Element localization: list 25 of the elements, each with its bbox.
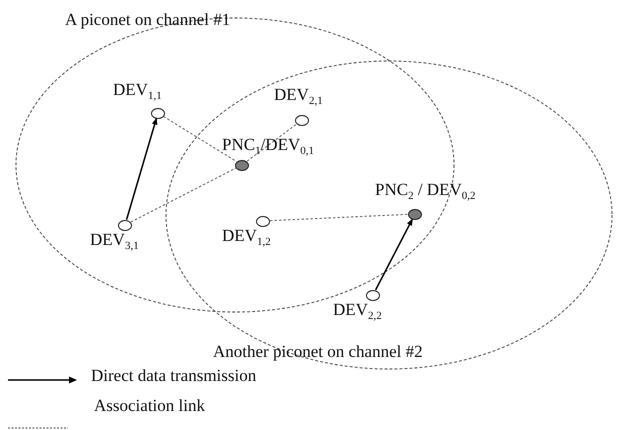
device-label: DEV$_{1,2}$ (222, 226, 271, 246)
device-label: PNC$_{2}$ / DEV$_{0,2}$ (375, 180, 476, 200)
legend-text: Direct data transmission (91, 366, 256, 386)
association-link (270, 214, 408, 222)
device-label: DEV$_{1,1}$ (113, 80, 162, 100)
device-circle (366, 290, 380, 300)
legend-text: Association link (94, 396, 205, 416)
association-link (163, 116, 237, 162)
device-circle (295, 114, 309, 126)
piconet-title: A piconet on channel #1 (65, 10, 230, 30)
device-label: DEV$_{2,1}$ (274, 85, 323, 105)
piconet-title: Another piconet on channel #2 (213, 342, 423, 362)
association-link (130, 168, 237, 222)
device-circle (235, 160, 249, 170)
device-circle (118, 220, 132, 230)
device-circle (408, 208, 422, 220)
device-label: DEV$_{3,1}$ (90, 230, 139, 250)
device-label: DEV$_{2,2}$ (333, 300, 382, 320)
piconet-ellipse (165, 60, 613, 370)
device-circle (256, 216, 270, 226)
device-circle (151, 108, 165, 118)
transmission-arrow (374, 218, 414, 290)
association-link (246, 123, 298, 162)
transmission-arrow (126, 118, 158, 220)
device-label: PNC$_{1}$/DEV$_{0,1}$ (222, 135, 314, 155)
